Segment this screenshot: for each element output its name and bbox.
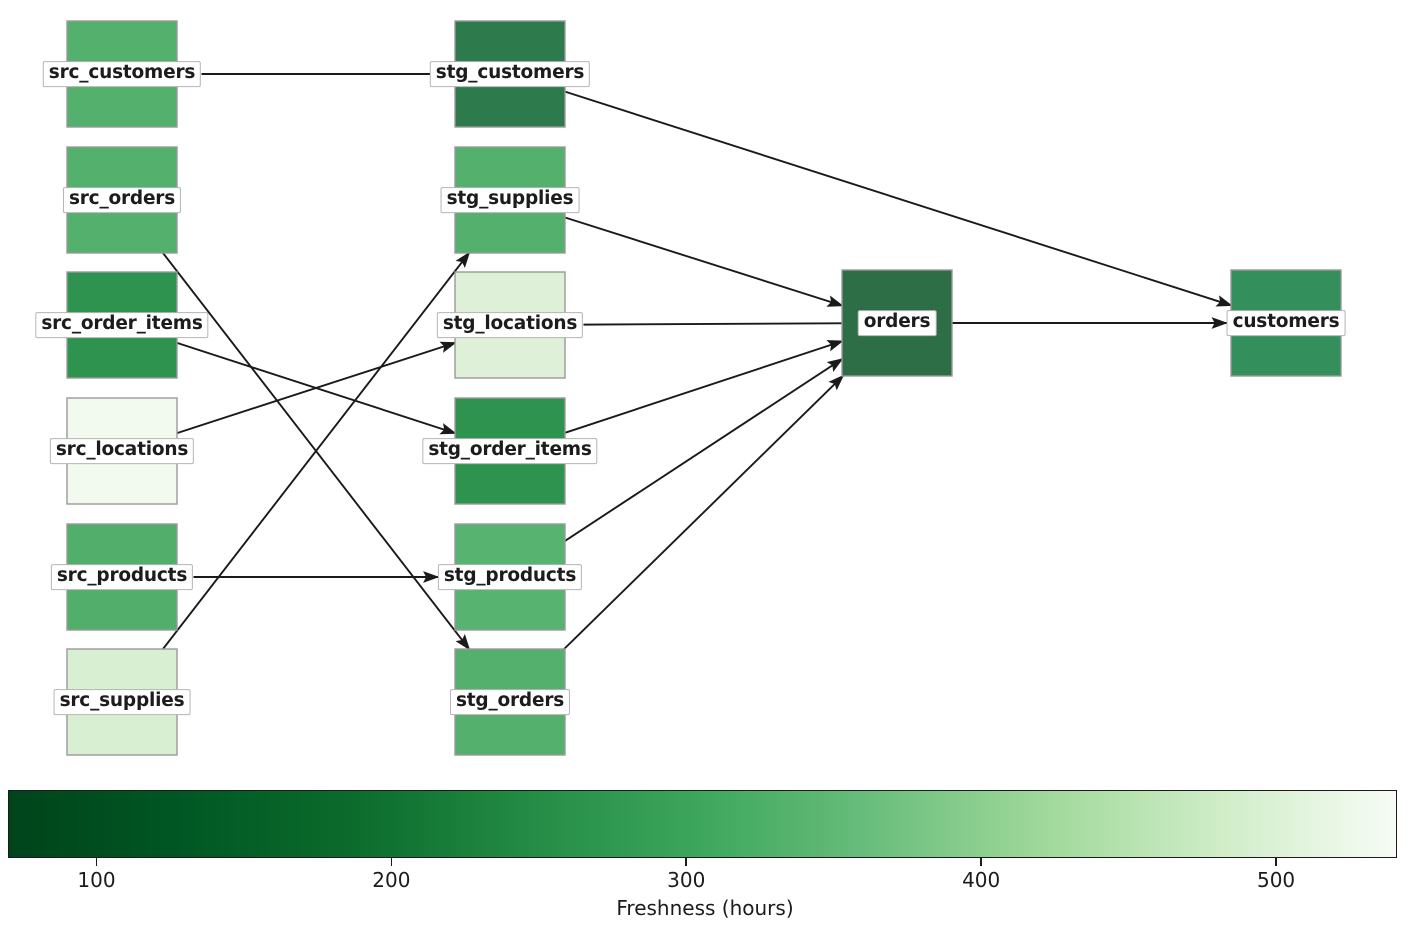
node-label-src_order_items[interactable]: src_order_items bbox=[35, 312, 209, 338]
node-label-src_customers[interactable]: src_customers bbox=[42, 61, 202, 87]
colorbar-gradient bbox=[9, 791, 1396, 857]
node-label-src_products[interactable]: src_products bbox=[50, 564, 194, 590]
node-label-src_supplies[interactable]: src_supplies bbox=[53, 689, 191, 715]
colorbar-tick-200 bbox=[390, 858, 393, 866]
colorbar-tick-400 bbox=[980, 858, 982, 866]
node-label-stg_customers[interactable]: stg_customers bbox=[429, 61, 591, 87]
edge-stg_locations-to-orders bbox=[583, 317, 859, 330]
edge-stg_orders-to-orders bbox=[563, 374, 845, 650]
node-label-src_orders[interactable]: src_orders bbox=[62, 187, 182, 213]
node-label-stg_locations[interactable]: stg_locations bbox=[436, 312, 584, 338]
colorbar-tick-label-500: 500 bbox=[1256, 868, 1296, 892]
edge-src_locations-to-stg_locations bbox=[176, 341, 457, 435]
node-label-orders[interactable]: orders bbox=[857, 310, 937, 336]
colorbar-tick-100 bbox=[95, 858, 98, 866]
node-label-stg_orders[interactable]: stg_orders bbox=[449, 689, 571, 715]
colorbar-tick-500 bbox=[1275, 858, 1277, 866]
colorbar-tick-300 bbox=[685, 858, 688, 866]
node-label-stg_order_items[interactable]: stg_order_items bbox=[422, 438, 598, 464]
colorbar-tick-label-400: 400 bbox=[962, 868, 1001, 892]
colorbar-axis-label: Freshness (hours) bbox=[616, 896, 794, 920]
node-label-customers[interactable]: customers bbox=[1226, 310, 1346, 336]
colorbar bbox=[8, 790, 1397, 858]
edge-src_supplies-to-stg_supplies bbox=[162, 251, 471, 650]
edge-stg_products-to-orders bbox=[564, 357, 844, 542]
colorbar-tick-label-300: 300 bbox=[667, 868, 706, 892]
colorbar-tick-label-200: 200 bbox=[372, 868, 411, 892]
colorbar-tick-label-100: 100 bbox=[77, 868, 116, 892]
edge-stg_supplies-to-orders bbox=[564, 216, 844, 307]
nodes-layer bbox=[66, 20, 1342, 756]
edge-stg_order_items-to-orders bbox=[564, 339, 844, 434]
node-label-stg_products[interactable]: stg_products bbox=[437, 564, 583, 590]
node-label-src_locations[interactable]: src_locations bbox=[49, 438, 195, 464]
edge-stg_customers-to-customers bbox=[564, 90, 1233, 307]
node-label-stg_supplies[interactable]: stg_supplies bbox=[440, 187, 580, 213]
edges-layer bbox=[162, 73, 1233, 651]
